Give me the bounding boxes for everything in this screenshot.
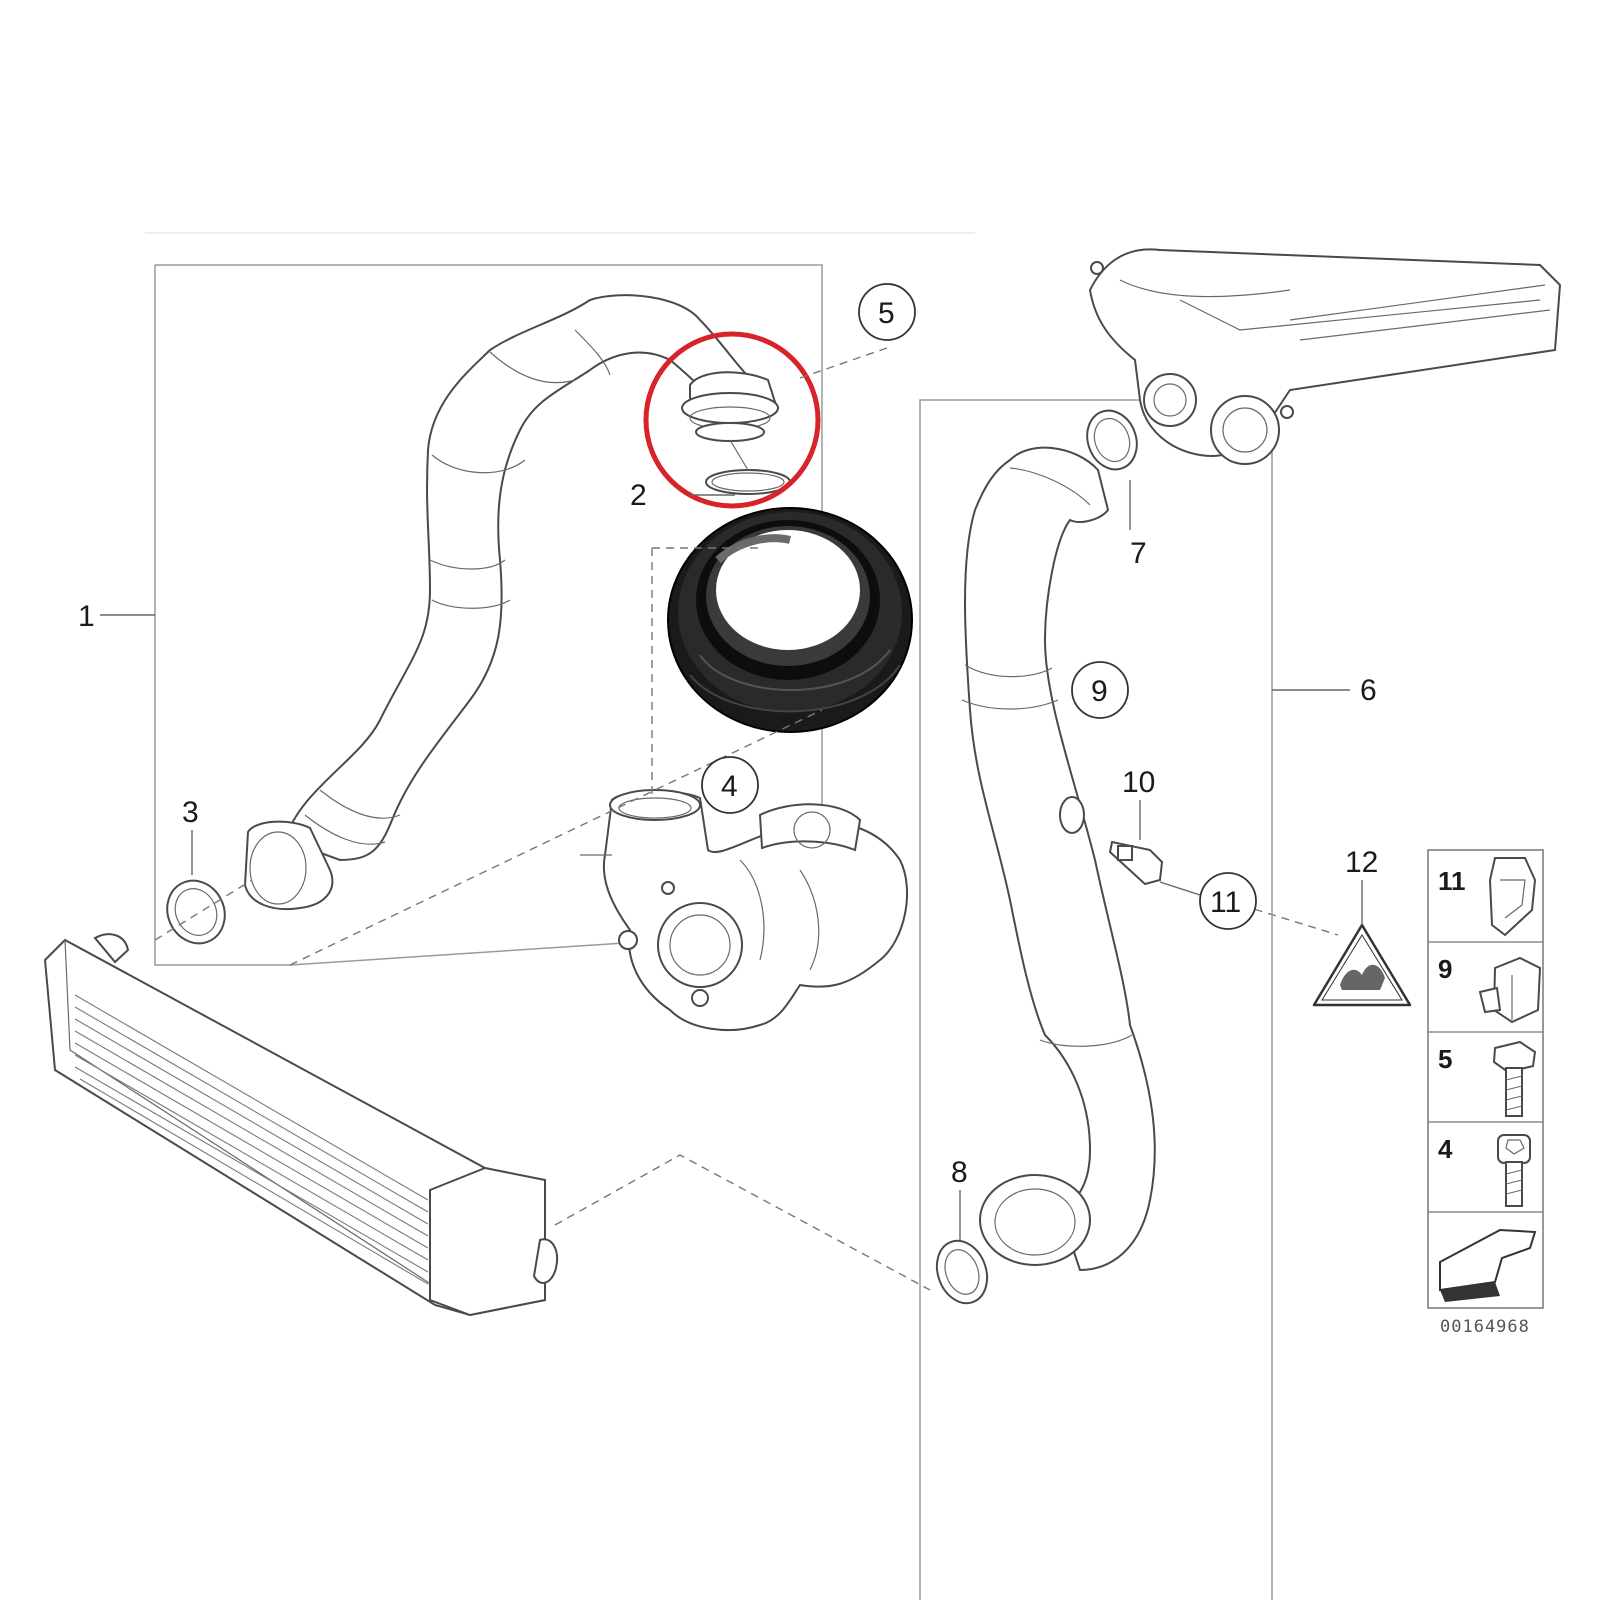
intercooler bbox=[43, 933, 558, 1317]
highlight-joint bbox=[643, 331, 821, 509]
legend-clip-nut-icon bbox=[1478, 956, 1542, 1024]
legend-label-5: 5 bbox=[1438, 1044, 1452, 1074]
turbocharger bbox=[580, 789, 908, 1031]
callout-7: 7 bbox=[1130, 537, 1147, 570]
charge-hose-right bbox=[961, 446, 1156, 1272]
callout-2: 2 bbox=[630, 479, 647, 512]
legend-label-11: 11 bbox=[1438, 866, 1466, 896]
callout-4: 4 bbox=[721, 770, 738, 803]
seal-ring-photo bbox=[667, 507, 913, 733]
callout-11: 11 bbox=[1210, 886, 1241, 919]
callout-circle-4 bbox=[701, 756, 759, 814]
warning-triangle-icon bbox=[1312, 880, 1412, 1007]
gasket-8 bbox=[935, 1190, 989, 1305]
callout-12: 12 bbox=[1345, 846, 1378, 879]
legend-label-9: 9 bbox=[1438, 954, 1452, 984]
callout-circle-9 bbox=[1071, 661, 1129, 719]
diagram-code: 00164968 bbox=[1440, 1317, 1530, 1337]
callout-9: 9 bbox=[1091, 675, 1108, 708]
highlight-ring bbox=[643, 331, 821, 509]
callout-circle-11 bbox=[1199, 872, 1257, 930]
sensor-10 bbox=[1108, 800, 1164, 886]
callout-5: 5 bbox=[878, 297, 895, 330]
callout-3: 3 bbox=[182, 796, 199, 829]
fastener-legend: 11 9 5 4 bbox=[1427, 849, 1544, 1309]
intake-manifold bbox=[1088, 248, 1562, 465]
callout-circle-5 bbox=[858, 283, 916, 341]
direction-arrow-icon bbox=[1439, 1228, 1537, 1302]
charge-hose-left bbox=[243, 294, 754, 911]
legend-socket-bolt-icon bbox=[1497, 1134, 1531, 1207]
callout-8: 8 bbox=[951, 1156, 968, 1189]
legend-clip-icon bbox=[1488, 857, 1537, 937]
callout-6: 6 bbox=[1360, 674, 1377, 707]
callout-1: 1 bbox=[78, 600, 95, 633]
gasket-3 bbox=[166, 830, 226, 945]
gasket-7 bbox=[1086, 409, 1138, 530]
callout-10: 10 bbox=[1122, 766, 1155, 799]
legend-hex-bolt-icon bbox=[1492, 1040, 1537, 1117]
legend-label-4: 4 bbox=[1438, 1134, 1453, 1164]
